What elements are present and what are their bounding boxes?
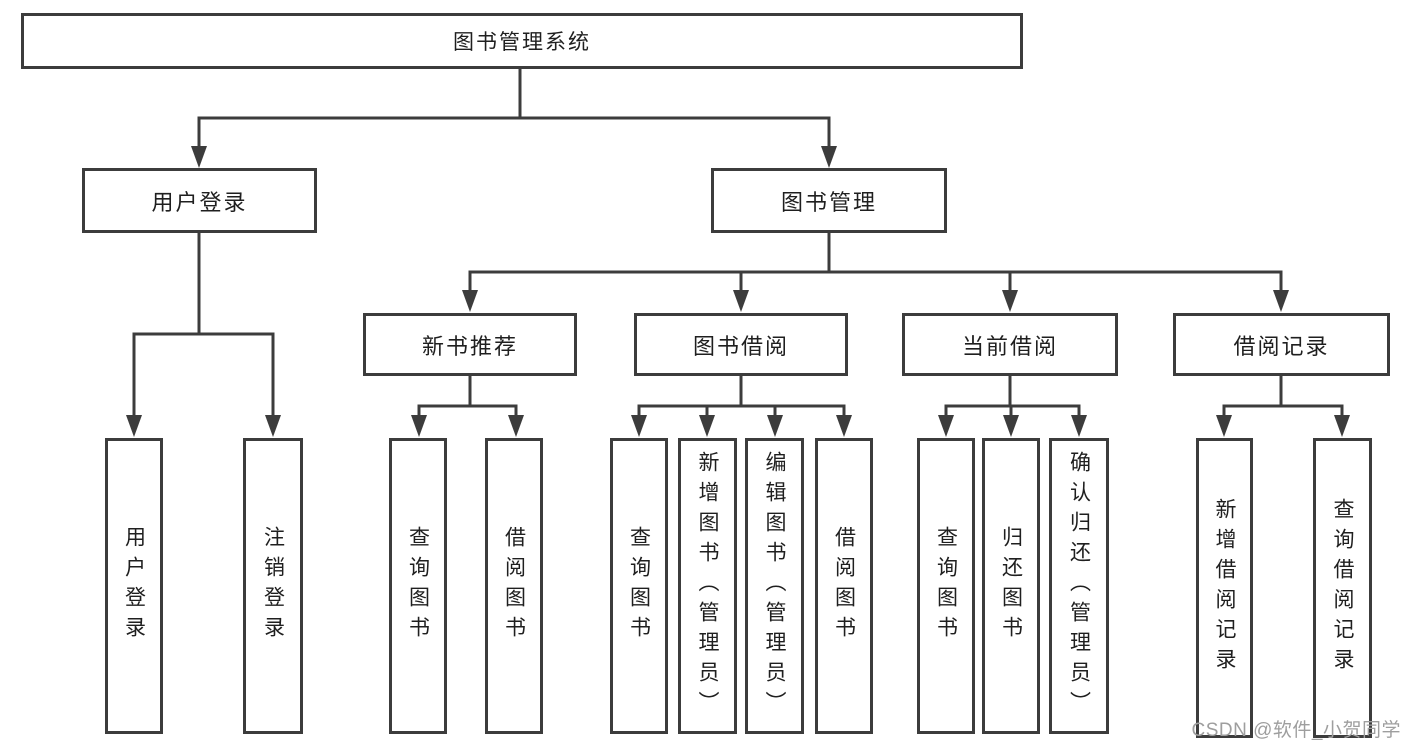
leaf-query-books-borrow: 查询图书 [610, 438, 668, 734]
arrowhead-icon [631, 415, 647, 437]
node-label: 借阅图书 [502, 526, 526, 646]
node-label: 图书管理系统 [453, 31, 591, 54]
node-label: 新增图书（管理员） [696, 451, 719, 721]
node-label: 查询图书 [934, 526, 958, 646]
node-label: 查询借阅记录 [1331, 498, 1354, 678]
node-borrowing-records: 借阅记录 [1173, 313, 1390, 376]
node-current-borrowing: 当前借阅 [902, 313, 1118, 376]
watermark: CSDN @软件_小贺同学 [1191, 720, 1401, 741]
leaf-query-books-current: 查询图书 [917, 438, 975, 734]
leaf-edit-book-admin: 编辑图书（管理员） [745, 438, 804, 734]
leaf-borrow-books: 借阅图书 [815, 438, 873, 734]
node-book-management: 图书管理 [711, 168, 947, 233]
node-label: 图书借阅 [692, 333, 789, 359]
node-label: 用户登录 [122, 526, 146, 646]
arrowhead-icon [767, 415, 783, 437]
arrowhead-icon [733, 290, 749, 312]
arrowhead-icon [821, 146, 837, 168]
node-label: 新增借阅记录 [1213, 498, 1236, 678]
node-label: 当前借阅 [961, 333, 1058, 359]
node-label: 借阅记录 [1233, 333, 1330, 359]
leaf-user-login: 用户登录 [105, 438, 163, 734]
node-label: 图书管理 [780, 189, 877, 215]
arrowhead-icon [126, 415, 142, 437]
leaf-borrow-books-recommend: 借阅图书 [485, 438, 543, 734]
arrowhead-icon [462, 290, 478, 312]
leaf-return-book: 归还图书 [982, 438, 1040, 734]
leaf-add-book-admin: 新增图书（管理员） [678, 438, 737, 734]
node-new-book-recommend: 新书推荐 [363, 313, 577, 376]
edge-level3-rail [468, 270, 1283, 294]
arrowhead-icon [1003, 415, 1019, 437]
arrowhead-icon [1071, 415, 1087, 437]
node-label: 编辑图书（管理员） [763, 451, 786, 721]
edge-borrow-rail [637, 404, 846, 418]
arrowhead-icon [1334, 415, 1350, 437]
arrowhead-icon [411, 415, 427, 437]
node-label: 新书推荐 [421, 333, 518, 359]
edge-records-rail [1222, 404, 1344, 418]
leaf-logout: 注销登录 [243, 438, 303, 734]
edge-level2-rail [197, 116, 831, 150]
leaf-query-books-recommend: 查询图书 [389, 438, 447, 734]
arrowhead-icon [1273, 290, 1289, 312]
node-label: 查询图书 [627, 526, 651, 646]
arrowhead-icon [508, 415, 524, 437]
arrowhead-icon [191, 146, 207, 168]
arrowhead-icon [836, 415, 852, 437]
node-book-borrowing: 图书借阅 [634, 313, 848, 376]
node-label: 确认归还（管理员） [1067, 451, 1091, 721]
leaf-query-borrow-record: 查询借阅记录 [1313, 438, 1372, 738]
leaf-confirm-return-admin: 确认归还（管理员） [1049, 438, 1109, 734]
arrowhead-icon [1216, 415, 1232, 437]
arrowhead-icon [938, 415, 954, 437]
node-label: 查询图书 [406, 526, 430, 646]
edge-userlogin-rail [132, 332, 275, 418]
arrowhead-icon [1002, 290, 1018, 312]
edge-newbook-rail [417, 404, 518, 418]
node-user-login: 用户登录 [82, 168, 317, 233]
node-label: 借阅图书 [832, 526, 856, 646]
leaf-add-borrow-record: 新增借阅记录 [1196, 438, 1253, 738]
arrowhead-icon [699, 415, 715, 437]
node-label: 用户登录 [151, 189, 248, 215]
node-library-system: 图书管理系统 [21, 13, 1023, 69]
node-label: 归还图书 [999, 526, 1023, 646]
node-label: 注销登录 [261, 526, 285, 646]
arrowhead-icon [265, 415, 281, 437]
